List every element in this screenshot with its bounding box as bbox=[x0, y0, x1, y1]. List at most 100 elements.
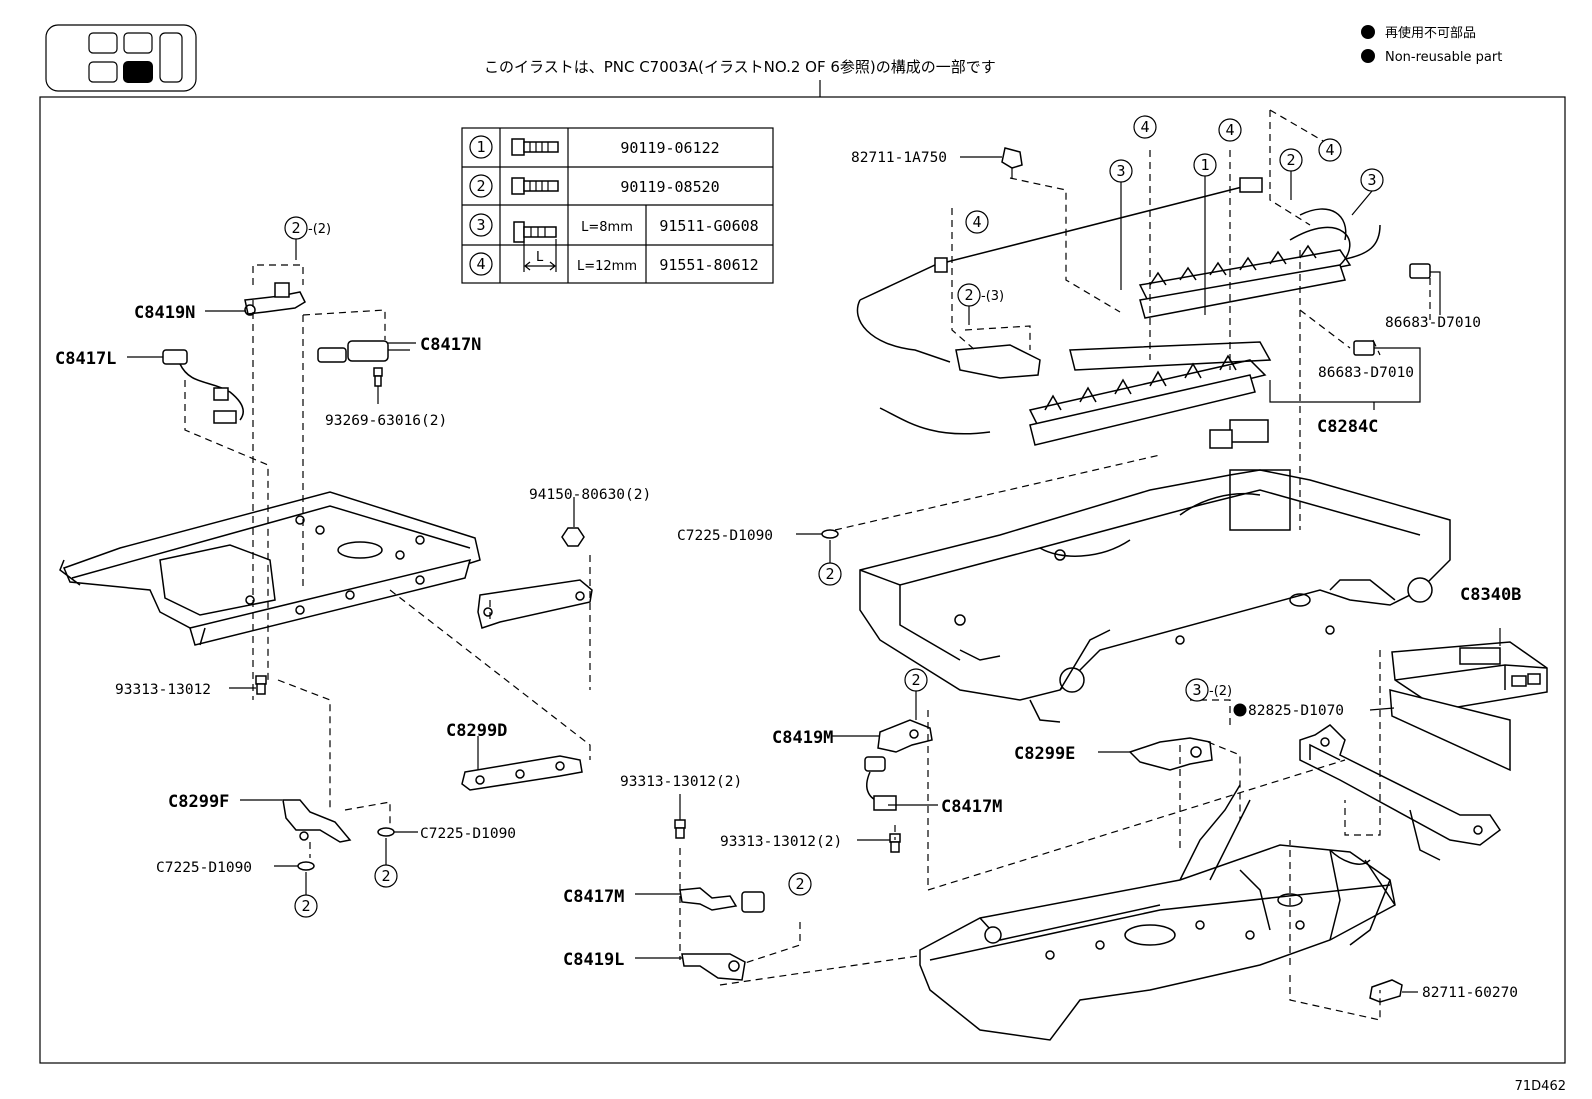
leader-lines bbox=[127, 156, 1501, 993]
table-part-number[interactable]: 90119-08520 bbox=[620, 178, 719, 196]
bracket-c8419l-illustration bbox=[681, 953, 746, 981]
svg-text:-(2): -(2) bbox=[1209, 684, 1232, 699]
washer-c7225-illustration bbox=[297, 529, 839, 871]
svg-text:-(3): -(3) bbox=[981, 289, 1004, 304]
bracket-c8299f-illustration bbox=[282, 799, 352, 843]
bubble-2-qty2: 2 -(2) bbox=[284, 216, 331, 260]
table-length: L=8mm bbox=[581, 220, 633, 235]
label-93269[interactable]: 93269-63016(2) bbox=[325, 413, 447, 429]
table-part-number[interactable]: 91551-80612 bbox=[659, 256, 758, 274]
svg-text:3: 3 bbox=[1192, 681, 1201, 699]
bubble-plain: 2 bbox=[788, 872, 812, 896]
label-86683-upper[interactable]: 86683-D7010 bbox=[1385, 315, 1481, 331]
bubble-3-qty2: 3 -(2) bbox=[1185, 678, 1232, 702]
svg-text:3: 3 bbox=[1116, 162, 1125, 180]
svg-text:4: 4 bbox=[1140, 118, 1149, 136]
svg-text:3: 3 bbox=[1367, 171, 1376, 189]
diagram-frame bbox=[39, 96, 1566, 1064]
label-93313-2-low[interactable]: 93313-13012(2) bbox=[620, 774, 742, 790]
flange-bolt-icon bbox=[511, 177, 559, 195]
svg-text:2: 2 bbox=[911, 671, 920, 689]
label-94150[interactable]: 94150-80630(2) bbox=[529, 487, 651, 503]
bubble-plain: 4 bbox=[1218, 118, 1242, 142]
bolt-length-icon: L bbox=[513, 221, 557, 272]
legend-jp: 再使用不可部品 bbox=[1385, 25, 1476, 41]
svg-text:-(2): -(2) bbox=[308, 222, 331, 237]
table-part-number[interactable]: 91511-G0608 bbox=[659, 217, 758, 235]
label-93313-2-mid[interactable]: 93313-13012(2) bbox=[720, 834, 842, 850]
label-c8419m[interactable]: C8419M bbox=[772, 728, 833, 748]
label-c8299e[interactable]: C8299E bbox=[1014, 744, 1075, 764]
svg-text:2: 2 bbox=[795, 875, 804, 893]
bubble-plain: 2 bbox=[818, 540, 842, 586]
bubble-2-qty3: 2 -(3) bbox=[957, 283, 1004, 325]
ecu-c8340b-illustration bbox=[1391, 641, 1548, 711]
table-length: L=12mm bbox=[577, 259, 637, 274]
svg-text:2: 2 bbox=[825, 565, 834, 583]
sensor-c8419n-illustration bbox=[244, 282, 306, 316]
bracket-2-3-illustration bbox=[955, 344, 1041, 379]
label-c8419l[interactable]: C8419L bbox=[563, 950, 624, 970]
bubble-plain: 2 bbox=[904, 668, 928, 720]
label-c7225-right[interactable]: C7225-D1090 bbox=[420, 826, 516, 842]
sensor-c8417m-up-illustration bbox=[864, 756, 897, 811]
bubble-plain: 4 bbox=[1133, 115, 1157, 139]
bubble-plain: 4 bbox=[965, 210, 989, 234]
bolt-93269-illustration bbox=[373, 367, 383, 387]
bolt-table: 1 2 3 4 bbox=[461, 127, 774, 284]
harness-c8417l-illustration bbox=[162, 349, 244, 424]
ecu-mount-bracket-illustration bbox=[1299, 724, 1502, 861]
non-reusable-bullet-icon bbox=[1233, 703, 1247, 717]
bubble-plain: 2 bbox=[374, 838, 398, 888]
svg-text:2: 2 bbox=[964, 286, 973, 304]
label-c8284c[interactable]: C8284C bbox=[1317, 417, 1378, 437]
table-row-num: 4 bbox=[476, 255, 485, 273]
label-82711-60270[interactable]: 82711-60270 bbox=[1422, 985, 1518, 1001]
clip-82711b-illustration bbox=[1369, 979, 1403, 1003]
bracket-c8419m-illustration bbox=[877, 719, 933, 753]
label-c8417l[interactable]: C8417L bbox=[55, 349, 116, 369]
guide-lines-right bbox=[834, 109, 1431, 1021]
bubble-plain: 1 bbox=[1193, 153, 1217, 315]
label-c8417m-up[interactable]: C8417M bbox=[941, 797, 1002, 817]
label-c8419n[interactable]: C8419N bbox=[134, 303, 195, 323]
bubble-plain: 3 bbox=[1351, 168, 1384, 216]
legend-en: Non-reusable part bbox=[1385, 50, 1502, 65]
label-82711-1a750[interactable]: 82711-1A750 bbox=[851, 150, 947, 166]
sensor-c8417m-low-illustration bbox=[679, 887, 765, 913]
svg-text:1: 1 bbox=[1200, 156, 1209, 174]
label-c8299f[interactable]: C8299F bbox=[168, 792, 229, 812]
table-part-number[interactable]: 90119-06122 bbox=[620, 139, 719, 157]
bolt-93313-illustration bbox=[255, 675, 267, 695]
label-93313[interactable]: 93313-13012 bbox=[115, 682, 211, 698]
svg-text:2: 2 bbox=[381, 867, 390, 885]
label-c7225-left[interactable]: C7225-D1090 bbox=[156, 860, 252, 876]
label-c8340b[interactable]: C8340B bbox=[1460, 585, 1521, 605]
label-c8417m-low[interactable]: C8417M bbox=[563, 887, 624, 907]
bubble-plain: 4 bbox=[1318, 138, 1342, 162]
label-86683-lower[interactable]: 86683-D7010 bbox=[1318, 365, 1414, 381]
svg-text:2: 2 bbox=[301, 897, 310, 915]
sensor-c8417n-illustration bbox=[317, 340, 410, 363]
seat-track-illustration bbox=[59, 491, 481, 646]
table-row-num: 3 bbox=[476, 216, 485, 234]
flange-bolt-icon bbox=[511, 138, 559, 156]
bracket-illustration bbox=[477, 579, 593, 629]
lower-rail-frame-illustration bbox=[919, 784, 1396, 1041]
svg-text:4: 4 bbox=[972, 213, 981, 231]
page-index-icon[interactable] bbox=[45, 24, 197, 92]
ecu-bracket-82825-illustration bbox=[1389, 689, 1511, 772]
svg-text:4: 4 bbox=[1325, 141, 1334, 159]
bracket-c8299e-illustration bbox=[1128, 737, 1213, 771]
label-c8299d[interactable]: C8299D bbox=[446, 721, 507, 741]
label-82825[interactable]: 82825-D1070 bbox=[1248, 703, 1344, 719]
clip-82711a-illustration bbox=[1001, 147, 1023, 178]
table-row-num: 1 bbox=[476, 138, 485, 156]
label-c7225-upper[interactable]: C7225-D1090 bbox=[677, 528, 773, 544]
table-row-num: 2 bbox=[476, 177, 485, 195]
legend: 再使用不可部品 Non-reusable part bbox=[1361, 25, 1502, 65]
figure-id: 71D462 bbox=[1515, 1079, 1566, 1094]
bubble-plain: 2 bbox=[294, 872, 318, 918]
label-c8417n[interactable]: C8417N bbox=[420, 335, 481, 355]
